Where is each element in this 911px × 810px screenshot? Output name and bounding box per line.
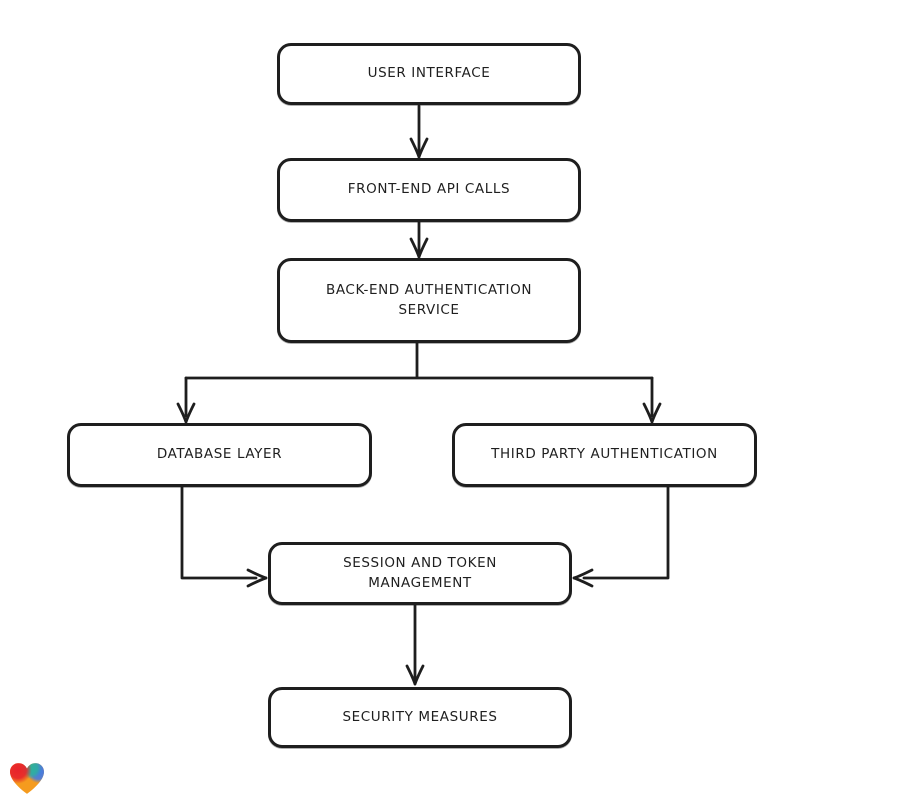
edge-database-to-session (180, 485, 268, 588)
heart-logo[interactable] (10, 762, 44, 796)
node-user-interface[interactable]: USER INTERFACE (277, 43, 581, 105)
node-session-and-token-management-label: SESSION AND TOKEN MANAGEMENT (343, 554, 497, 591)
edge-frontend-to-backend (409, 220, 429, 259)
node-database-layer[interactable]: DATABASE LAYER (67, 423, 372, 487)
node-front-end-api-calls[interactable]: FRONT-END API CALLS (277, 158, 581, 222)
node-back-end-authentication-service-label: BACK-END AUTHENTICATION SERVICE (325, 281, 533, 318)
edge-ui-to-frontend (409, 104, 429, 159)
node-front-end-api-calls-label: FRONT-END API CALLS (347, 181, 511, 198)
node-third-party-authentication[interactable]: THIRD PARTY AUTHENTICATION (452, 423, 757, 487)
node-security-measures[interactable]: SECURITY MEASURES (268, 687, 572, 748)
edge-backend-split (176, 341, 662, 424)
node-database-layer-label: DATABASE LAYER (156, 446, 283, 463)
node-back-end-authentication-service[interactable]: BACK-END AUTHENTICATION SERVICE (277, 258, 581, 343)
edge-thirdparty-to-session (572, 485, 670, 588)
node-user-interface-label: USER INTERFACE (367, 65, 491, 82)
node-third-party-authentication-label: THIRD PARTY AUTHENTICATION (491, 446, 718, 463)
node-session-and-token-management[interactable]: SESSION AND TOKEN MANAGEMENT (268, 542, 572, 605)
edge-session-to-security (405, 603, 425, 686)
node-security-measures-label: SECURITY MEASURES (342, 708, 498, 725)
